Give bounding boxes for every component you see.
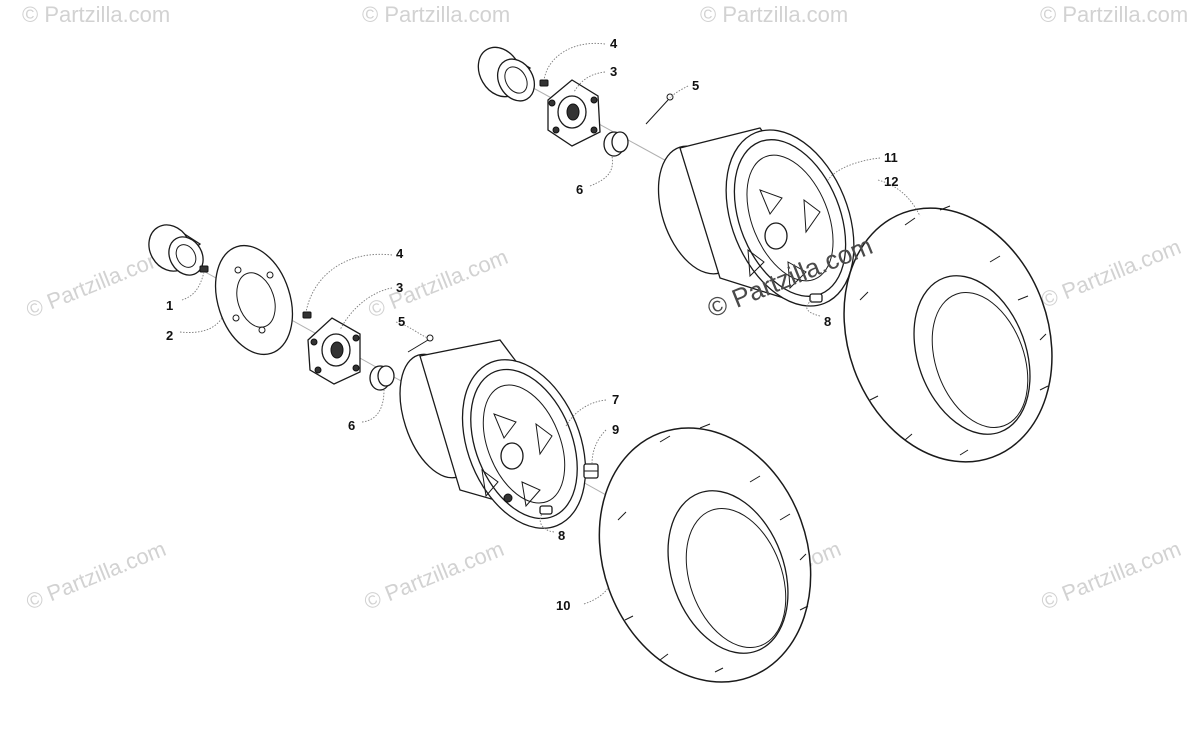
callout-11: 11 <box>884 150 898 165</box>
callout-labels: 4 3 5 6 11 12 8 4 3 5 1 2 6 7 9 8 10 <box>166 36 898 613</box>
cotter-pin-upper <box>645 93 674 125</box>
castle-nut-lower <box>369 365 395 391</box>
bolt-upper <box>539 79 549 87</box>
valve-stem-lower <box>539 505 553 515</box>
leader-lines <box>179 42 921 605</box>
tire-upper <box>843 205 1053 463</box>
callout-8-lower: 8 <box>558 528 565 543</box>
valve-stem-upper <box>809 293 823 303</box>
callout-9: 9 <box>612 422 619 437</box>
callout-7: 7 <box>612 392 619 407</box>
watermark: © Partzilla.com <box>361 536 508 615</box>
watermark: © Partzilla.com <box>1038 234 1185 313</box>
watermark: © Partzilla.com <box>1040 2 1188 27</box>
cotter-pin-lower <box>407 334 434 353</box>
callout-3-lower: 3 <box>396 280 403 295</box>
callout-1: 1 <box>166 298 173 313</box>
callout-6-lower: 6 <box>348 418 355 433</box>
callout-5-upper: 5 <box>692 78 699 93</box>
callout-2: 2 <box>166 328 173 343</box>
watermark: © Partzilla.com <box>362 2 510 27</box>
callout-8-upper: 8 <box>824 314 831 329</box>
upper-wheel-assembly <box>477 46 1053 463</box>
brake-disc <box>214 244 294 356</box>
callout-12: 12 <box>884 174 898 189</box>
wheel-upper <box>657 127 855 307</box>
watermark: © Partzilla.com <box>23 244 170 323</box>
callout-6-upper: 6 <box>576 182 583 197</box>
watermark: © Partzilla.com <box>23 536 170 615</box>
callout-4-upper: 4 <box>610 36 618 51</box>
lug-nut <box>583 463 599 479</box>
hub-lower <box>307 317 361 385</box>
watermark: © Partzilla.com <box>22 2 170 27</box>
tire-lower <box>598 423 812 683</box>
castle-nut-upper <box>603 131 629 157</box>
wheel-lower <box>399 339 587 529</box>
bolt-lower <box>302 311 312 319</box>
callout-5-lower: 5 <box>398 314 405 329</box>
callout-4-lower: 4 <box>396 246 404 261</box>
bearing-upper <box>477 46 536 102</box>
bearing-lower <box>148 224 209 276</box>
watermark: © Partzilla.com <box>1038 536 1185 615</box>
callout-3-upper: 3 <box>610 64 617 79</box>
lower-wheel-assembly <box>148 224 812 683</box>
watermark: © Partzilla.com <box>365 244 512 323</box>
callout-10: 10 <box>556 598 570 613</box>
watermark: © Partzilla.com <box>700 2 848 27</box>
hub-upper <box>547 79 601 147</box>
